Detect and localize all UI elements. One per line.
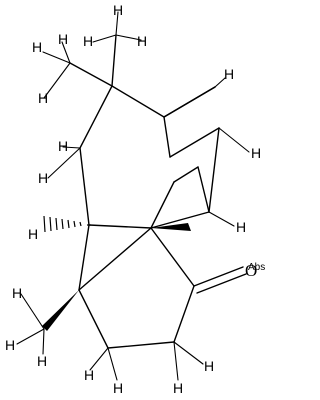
h-label-12: H (236, 219, 246, 235)
h-label-2: H (83, 33, 93, 49)
bond-c4-c5 (79, 147, 90, 226)
h-label-15: H (37, 353, 47, 369)
h-label-10: H (38, 170, 48, 186)
bond-c13-o (193, 266, 244, 287)
h-label-19: H (204, 358, 214, 374)
abs-stereo-mark: Abs (248, 262, 265, 273)
bond-c10-c11 (78, 289, 109, 349)
bond-c11-c12 (107, 341, 175, 349)
stereo-wedges (42, 215, 191, 331)
h-label-7: H (224, 66, 234, 82)
wedge-c10-methyl (42, 290, 79, 331)
bond-c3-c4 (79, 85, 113, 149)
skeleton-bonds (69, 34, 247, 349)
bond-c1-me2 (111, 34, 117, 87)
molecule-structure: H H H H H H H H H H H H H H H H H H H O … (5, 2, 265, 396)
hydrogen-bonds (16, 11, 250, 381)
h-label-11: H (28, 226, 38, 242)
wedge-c6 (151, 223, 191, 231)
h-label-1: H (113, 2, 123, 18)
h-label-8: H (251, 145, 261, 161)
bond-c6-c10 (78, 227, 152, 291)
bond-c7-c8 (173, 166, 199, 183)
bond-c5-c6 (88, 224, 152, 229)
bond-c6-c7 (150, 181, 175, 229)
h-label-16: H (84, 367, 94, 383)
bond-c13-o-second (196, 273, 247, 294)
bond-c13-c6 (150, 227, 195, 287)
bond-c1-me1 (69, 62, 113, 87)
h-label-14: H (5, 337, 15, 353)
atom-labels: H H H H H H H H H H H H H H H H H H H O … (5, 2, 265, 396)
h-label-17: H (113, 380, 123, 396)
h-label-6: H (38, 90, 48, 106)
h-label-9: H (58, 138, 68, 154)
bond-c1-c2 (111, 85, 165, 118)
h-label-5: H (58, 31, 68, 47)
bond-c8-c9 (197, 166, 210, 213)
bond-alkene-b (169, 127, 220, 158)
oxygen-label: O (245, 261, 257, 280)
structure-canvas: H H H H H H H H H H H H H H H H H H H O … (5, 2, 266, 396)
bond-c7b-c8b (208, 127, 220, 213)
bond-c2-c7 (163, 116, 171, 158)
h-label-18: H (173, 380, 183, 396)
hash-c5-h (43, 215, 91, 233)
bond-alkene-a (163, 86, 216, 118)
h-label-13: H (12, 285, 22, 301)
bond-c9-c6 (150, 211, 210, 229)
h-label-4: H (32, 39, 42, 55)
bond-c12-c13 (173, 285, 195, 343)
bond-c5-c10 (78, 224, 90, 291)
h-label-3: H (137, 33, 147, 49)
